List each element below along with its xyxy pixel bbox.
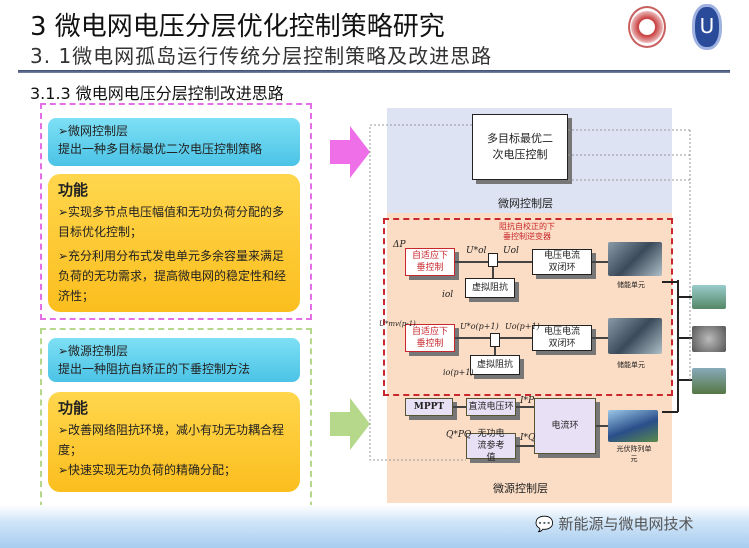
droop-title: 阻抗自校正的下垂控制逆变器 <box>499 222 555 241</box>
wechat-icon: 💬 <box>535 515 559 533</box>
virtual-impedance-block-2: 虚拟阻抗 <box>470 355 520 375</box>
footer-bar <box>0 505 749 548</box>
function-title: 功能 <box>58 181 89 199</box>
signal-uol: Uol <box>503 246 519 256</box>
signal-qpq: Q*PQ <box>446 430 472 440</box>
slide-subtitle: 3. 1微电网孤岛运行传统分层控制策略及改进思路 <box>30 44 493 68</box>
vc-loop-block-2: 电压电流双闭环 <box>532 325 592 351</box>
signal-uol-ref: U*ol <box>466 246 487 256</box>
microsource-layer-title: ➢微源控制层 <box>58 344 129 358</box>
microgrid-layer-title: ➢微网控制层 <box>58 124 129 138</box>
microgrid-layer-desc: 提出一种多目标最优二次电压控制策略 <box>58 142 263 156</box>
green-arrow-icon <box>330 398 370 450</box>
section-heading: 3.1.3 微电网电压分层控制改进思路 <box>30 84 284 103</box>
function-item: ➢充分利用分布式发电单元多余容量来满足负荷的无功需求，提高微电网的稳定性和经济性… <box>58 249 287 303</box>
storage-label-1: 储能单元 <box>617 281 645 289</box>
city-load-image <box>692 368 726 394</box>
vc-loop-block-1: 电压电流双闭环 <box>532 249 592 275</box>
university-logo-right: U <box>692 4 722 50</box>
current-loop-block: 电流环 <box>534 398 596 454</box>
microsource-layer-desc: 提出一种阻抗自矫正的下垂控制方法 <box>58 362 251 376</box>
storage-image-1 <box>608 242 662 276</box>
storage-image-2 <box>608 318 662 354</box>
microgrid-layer-panel <box>40 103 312 320</box>
microsource-layer-label: 微源控制层 <box>493 482 548 495</box>
microgrid-layer-card: ➢微网控制层 提出一种多目标最优二次电压控制策略 <box>48 118 300 166</box>
droop-inverter-box <box>383 218 673 396</box>
adaptive-droop-block-2: 自适应下垂控制 <box>405 324 455 352</box>
summing-junction-1 <box>488 253 498 267</box>
function-item: ➢实现多节点电压幅值和无功负荷分配的多目标优化控制； <box>58 205 285 239</box>
wechat-account-name: 新能源与微电网技术 <box>558 515 694 533</box>
pv-array-label: 光伏阵列单元 <box>616 445 652 463</box>
reactive-current-ref-block: 无功电流参考值 <box>466 429 516 463</box>
function-item: ➢快速实现无功负荷的精确分配； <box>58 463 237 477</box>
multi-objective-control-block: 多目标最优二次电压控制 <box>472 114 568 180</box>
microgrid-layer-label: 微网控制层 <box>498 197 553 210</box>
signal-uo-ref: U*o(p+1) <box>460 322 499 331</box>
signal-ip: I*P <box>520 396 535 406</box>
pv-array-image <box>608 410 658 442</box>
mppt-block: MPPT <box>405 398 453 416</box>
signal-iq: I*Q <box>520 433 536 443</box>
dc-voltage-loop-block: 直流电压环 <box>466 398 516 416</box>
signal-uo: Uo(p+1) <box>505 322 540 331</box>
microgrid-function-card: 功能 ➢实现多节点电压幅值和无功负荷分配的多目标优化控制； ➢充分利用分布式发电… <box>48 174 300 312</box>
pink-arrow-icon <box>330 126 370 178</box>
building-load-image <box>692 285 726 309</box>
signal-iol: iol <box>442 290 454 300</box>
slide-title: 3 微电网电压分层优化控制策略研究 <box>30 12 445 42</box>
university-logo-left <box>628 6 666 48</box>
function-title: 功能 <box>58 399 89 417</box>
storage-label-2: 储能单元 <box>617 361 645 369</box>
signal-io: io(p+1) <box>443 368 474 377</box>
virtual-impedance-block-1: 虚拟阻抗 <box>465 278 515 298</box>
wechat-account-label: 💬 新能源与微电网技术 <box>535 513 693 534</box>
microsource-layer-card: ➢微源控制层 提出一种阻抗自矫正的下垂控制方法 <box>48 338 300 382</box>
motor-load-image <box>692 326 726 352</box>
header-divider <box>18 70 730 73</box>
summing-junction-2 <box>490 333 500 347</box>
signal-dp: ΔP <box>393 240 406 250</box>
function-item: ➢改善网络阻抗环境，减小有功无功耦合程度； <box>58 423 285 457</box>
signal-um: U*mv(p-1) <box>379 320 416 328</box>
adaptive-droop-block-1: 自适应下垂控制 <box>405 248 455 276</box>
microsource-function-card: 功能 ➢改善网络阻抗环境，减小有功无功耦合程度； ➢快速实现无功负荷的精确分配； <box>48 392 300 492</box>
